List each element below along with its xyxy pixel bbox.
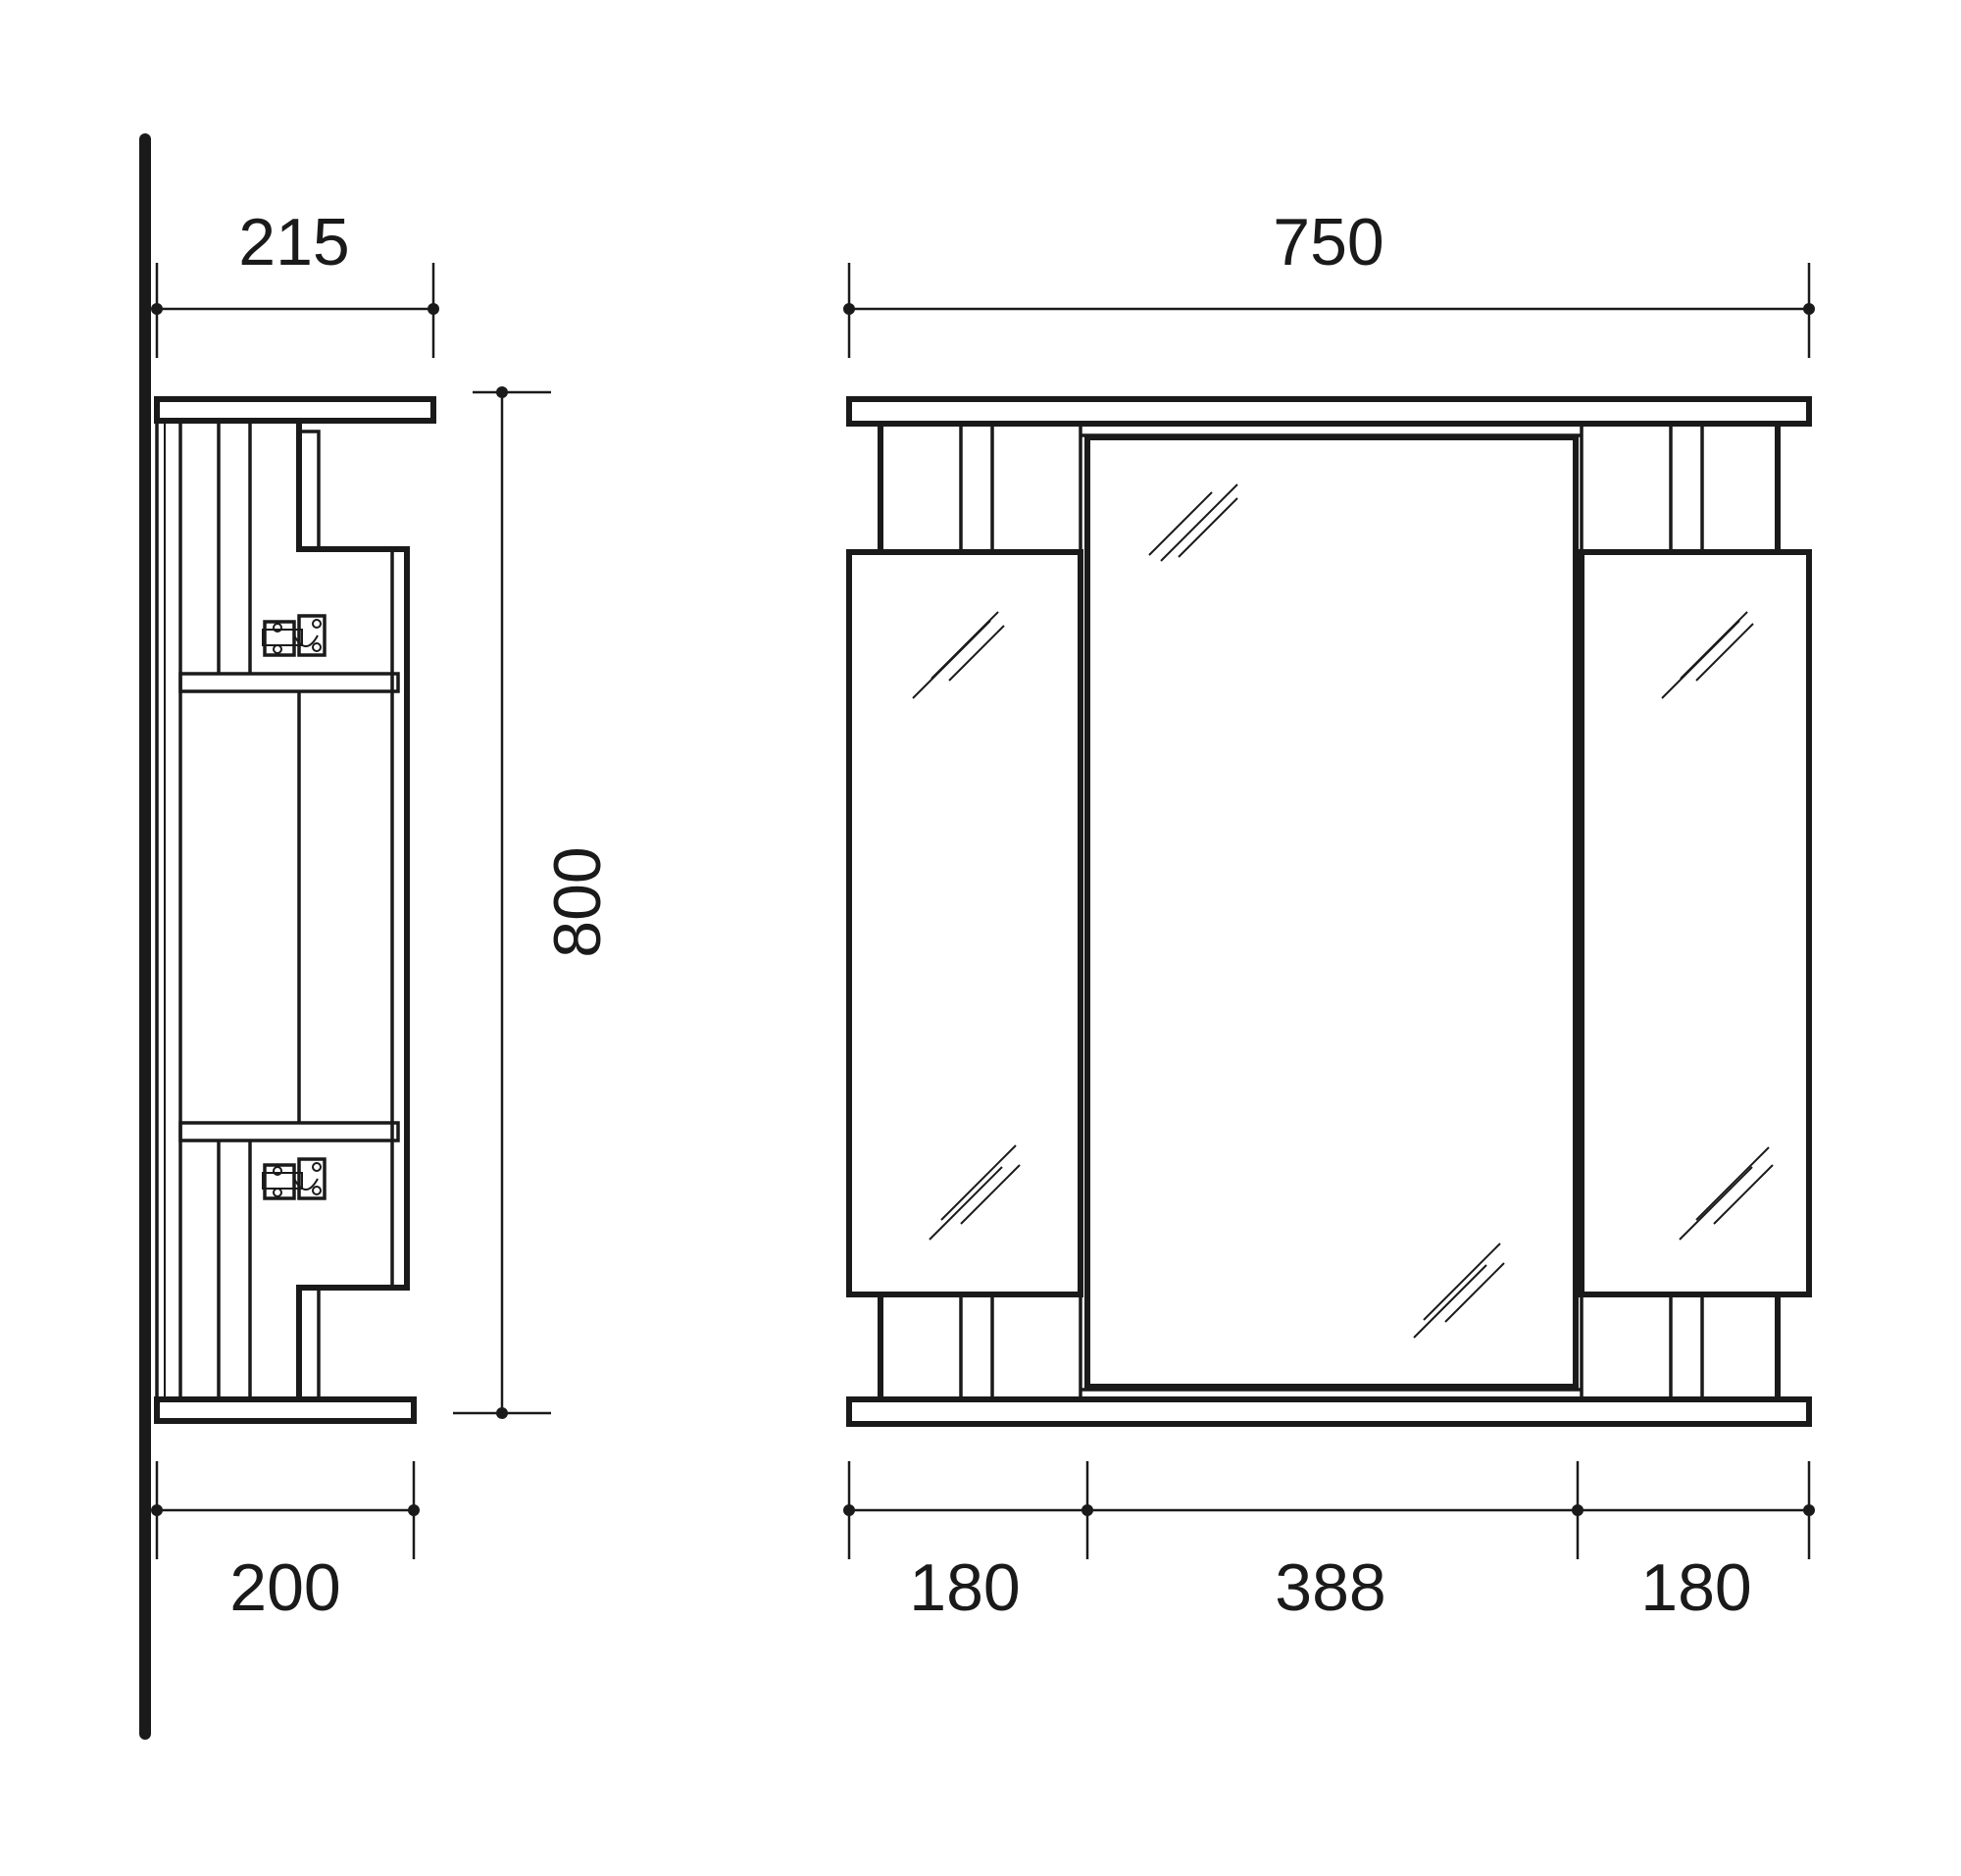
dimension-sections: 180 388 180 xyxy=(843,1461,1815,1625)
dim-label-388: 388 xyxy=(1275,1550,1385,1625)
side-top-panel xyxy=(154,396,436,424)
side-bottom-panel xyxy=(154,1396,417,1424)
dim-label-800: 800 xyxy=(540,846,615,957)
mirror-reflection-icon xyxy=(912,483,1774,1339)
dim-label-750: 750 xyxy=(1273,205,1383,279)
dim-label-left-180: 180 xyxy=(909,1550,1020,1625)
right-door xyxy=(1579,549,1812,1297)
hinge-upper-icon xyxy=(262,614,327,657)
dimension-total-width: 750 xyxy=(843,205,1815,358)
left-door xyxy=(846,549,1083,1297)
dim-label-200: 200 xyxy=(229,1550,340,1625)
dim-label-215: 215 xyxy=(238,205,349,279)
dim-label-right-180: 180 xyxy=(1640,1550,1751,1625)
dimension-height: 800 xyxy=(453,386,615,1419)
side-view: 215 200 800 xyxy=(139,133,615,1740)
hinge-lower-icon xyxy=(262,1157,327,1200)
side-back-panel xyxy=(155,419,182,1401)
side-shelf-upper xyxy=(178,672,400,693)
front-top-cornice xyxy=(846,396,1812,427)
front-bottom-plinth xyxy=(846,1396,1812,1427)
dimension-side-depth-bottom: 200 xyxy=(151,1461,420,1625)
front-view: 750 180 388 180 xyxy=(843,205,1815,1625)
center-mirror-door xyxy=(1084,434,1579,1390)
dimension-side-depth-top: 215 xyxy=(151,205,439,358)
side-shelf-lower xyxy=(178,1121,400,1142)
